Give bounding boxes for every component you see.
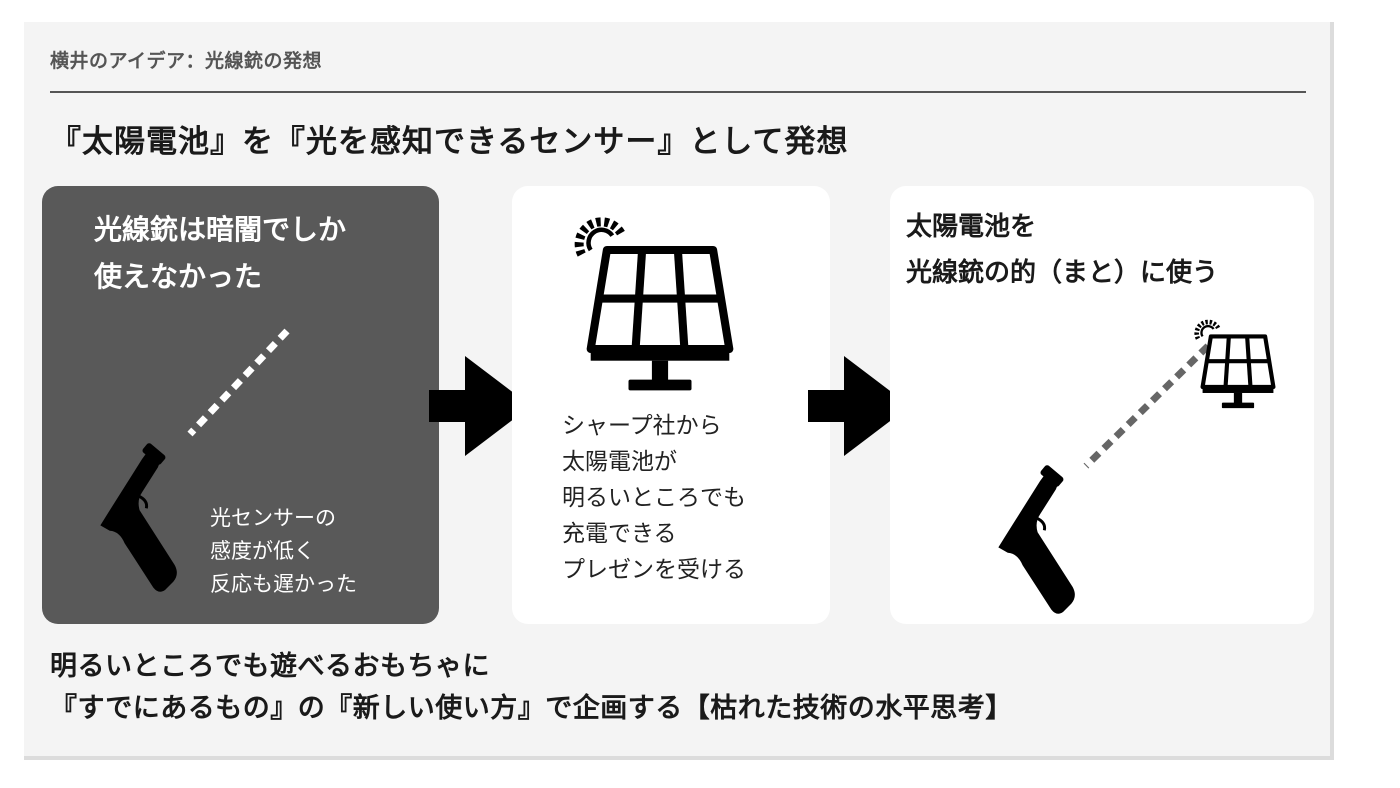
card-problem-note: 光センサーの 感度が低く 反応も遅かった xyxy=(210,502,357,601)
conclusion-line: 明るいところでも遊べるおもちゃに xyxy=(50,651,490,682)
note-line: 感度が低く xyxy=(210,539,315,563)
card-solution: 太陽電池を 光線銃の的（まと）に使う xyxy=(890,186,1314,624)
heading-line: 光線銃の的（まと）に使う xyxy=(906,258,1219,288)
note-line: 反応も遅かった xyxy=(210,572,357,596)
text-line: 太陽電池が xyxy=(562,449,677,475)
light-beam-icon xyxy=(1083,343,1211,469)
solar-panel-icon xyxy=(570,214,750,394)
arrow-right-icon xyxy=(808,356,910,456)
light-gun-icon xyxy=(974,462,1132,620)
heading-line: 光線銃は暗闇でしか xyxy=(94,213,347,246)
text-line: プレゼンを受ける xyxy=(562,557,746,583)
card-problem: 光線銃は暗闇でしか 使えなかった 光センサーの 感度が低く 反応も遅かった xyxy=(42,186,439,624)
light-beam-icon xyxy=(187,328,290,437)
page-title: 『太陽電池』を『光を感知できるセンサー』として発想 xyxy=(50,124,849,160)
slide: 横井のアイデア：光線銃の発想 『太陽電池』を『光を感知できるセンサー』として発想… xyxy=(24,22,1334,760)
divider xyxy=(50,91,1306,93)
arrow-right-icon xyxy=(429,356,531,456)
card-solution-heading: 太陽電池を 光線銃の的（まと）に使う xyxy=(906,204,1218,296)
heading-line: 太陽電池を xyxy=(906,212,1037,242)
card-proposal: シャープ社から 太陽電池が 明るいところでも 充電できる プレゼンを受ける xyxy=(512,186,830,624)
solar-panel-icon xyxy=(1190,318,1286,410)
text-line: 明るいところでも xyxy=(562,485,746,511)
section-label: 横井のアイデア：光線銃の発想 xyxy=(50,50,323,72)
light-gun-icon xyxy=(76,440,234,598)
conclusion: 明るいところでも遊べるおもちゃに 『すでにあるもの』の『新しい使い方』で企画する… xyxy=(50,646,1013,730)
text-line: シャープ社から xyxy=(562,413,722,439)
heading-line: 使えなかった xyxy=(94,260,263,293)
card-problem-heading: 光線銃は暗闇でしか 使えなかった xyxy=(94,206,346,300)
conclusion-line: 『すでにあるもの』の『新しい使い方』で企画する【枯れた技術の水平思考】 xyxy=(50,693,1013,724)
card-proposal-text: シャープ社から 太陽電池が 明るいところでも 充電できる プレゼンを受ける xyxy=(562,408,746,588)
text-line: 充電できる xyxy=(562,521,677,547)
note-line: 光センサーの xyxy=(210,506,336,530)
